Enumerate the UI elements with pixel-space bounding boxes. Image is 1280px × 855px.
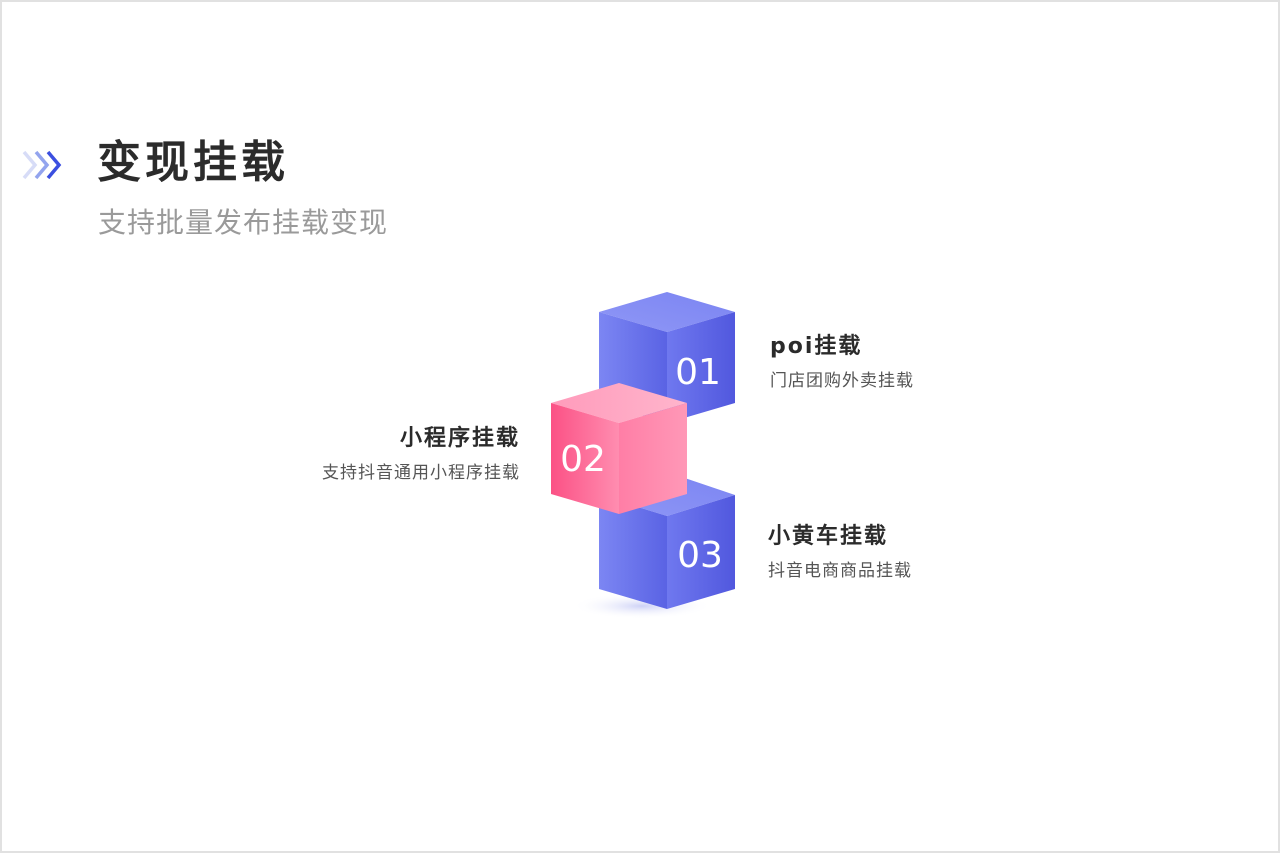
step-desc-02: 支持抖音通用小程序挂载 [322, 463, 520, 483]
step-desc-01: 门店团购外卖挂载 [770, 371, 914, 391]
page-title: 变现挂载 [97, 137, 289, 188]
cube-02: 02 [551, 383, 687, 514]
step-desc-03: 抖音电商商品挂载 [768, 561, 912, 581]
step-label-02: 小程序挂载 支持抖音通用小程序挂载 [322, 425, 520, 485]
step-title-01: poi挂载 [770, 334, 863, 359]
cube-number-01: 01 [675, 352, 721, 393]
step-title-03: 小黄车挂载 [768, 524, 889, 549]
page-subtitle: 支持批量发布挂载变现 [98, 206, 389, 239]
triple-chevron-right-icon [22, 150, 62, 180]
cube-number-02: 02 [560, 439, 606, 480]
step-title-02: 小程序挂载 [399, 426, 520, 451]
cube-number-03: 03 [677, 535, 723, 576]
step-label-03: 小黄车挂载 抖音电商商品挂载 [768, 523, 912, 583]
step-label-01: poi挂载 门店团购外卖挂载 [770, 333, 914, 393]
